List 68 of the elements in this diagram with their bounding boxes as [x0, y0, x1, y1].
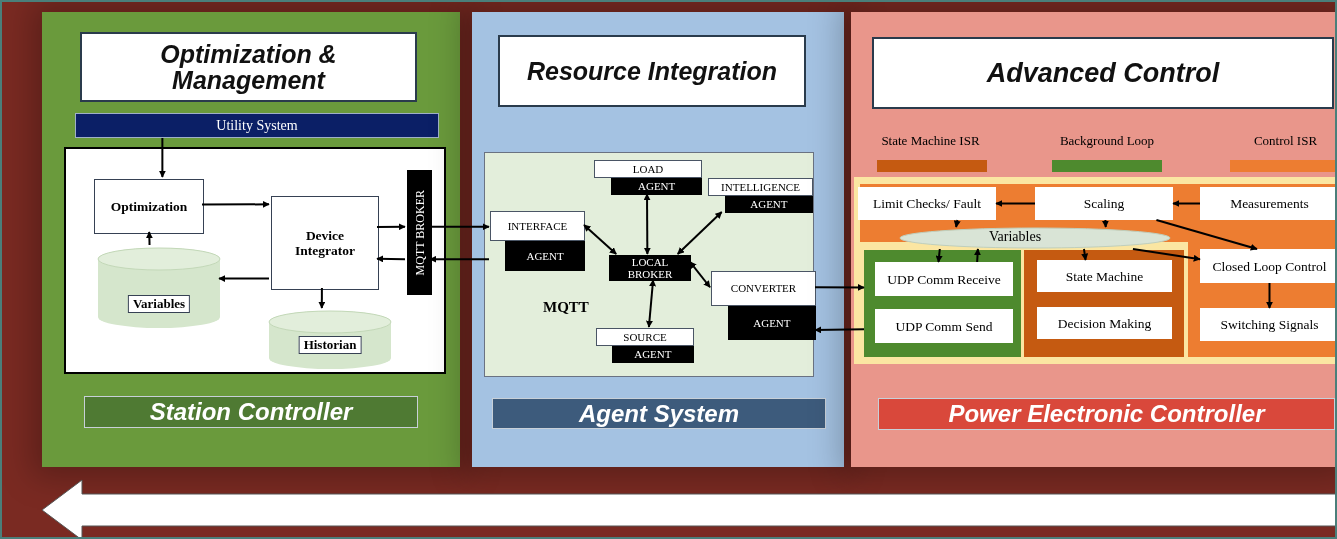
process-box: Closed Loop Control	[1200, 249, 1335, 283]
arrow	[974, 248, 981, 263]
process-box: UDP Comm Send	[875, 309, 1013, 343]
agent-name-box: CONVERTER	[711, 271, 816, 306]
legend-label: Background Loop	[1058, 134, 1156, 148]
process-box: Switching Signals	[1200, 308, 1335, 341]
agent-tag: AGENT	[727, 305, 816, 340]
database-label: Historian	[298, 336, 362, 354]
arrow	[1131, 248, 1201, 262]
protocol-label: MQTT	[543, 298, 589, 317]
process-box: Scaling	[1035, 187, 1173, 220]
agent-name-box: INTELLIGENCE	[708, 178, 813, 196]
agent-name-box: LOAD	[594, 160, 702, 178]
agent-tag: AGENT	[505, 241, 585, 271]
arrow	[1266, 282, 1273, 309]
section-panel	[472, 12, 844, 467]
process-box: Decision Making	[1037, 307, 1172, 339]
broker-box: LOCAL BROKER	[609, 255, 691, 281]
loop-region	[1024, 250, 1184, 357]
arrow	[953, 219, 961, 228]
arrow	[158, 137, 166, 178]
arrow	[645, 279, 657, 328]
arrow	[995, 200, 1036, 207]
agent-name-box: INTERFACE	[490, 211, 585, 241]
section-heading: Optimization & Management	[80, 32, 417, 102]
arrow	[689, 260, 711, 289]
arrow	[1081, 248, 1089, 261]
arrow	[814, 283, 865, 291]
arrow	[643, 193, 651, 255]
container-box	[64, 147, 446, 374]
store-label: Variables	[989, 229, 1042, 245]
broker-bar: MQTT BROKER	[407, 170, 432, 295]
arrow	[583, 224, 618, 255]
arrow	[145, 231, 153, 246]
arrow	[429, 223, 490, 231]
arrow	[1172, 200, 1201, 207]
arrow	[218, 275, 270, 283]
arrow	[1101, 219, 1109, 228]
section-title-banner: Agent System	[492, 398, 826, 429]
container-box	[484, 152, 814, 377]
process-box: Measurements	[1200, 187, 1335, 220]
arrow	[318, 287, 326, 309]
section-panel	[851, 12, 1335, 467]
process-box: State Machine	[1037, 260, 1172, 292]
arrow	[429, 255, 490, 263]
section-panel	[42, 12, 460, 467]
agent-name-box: SOURCE	[596, 328, 694, 346]
legend-label: State Machine ISR	[880, 134, 981, 148]
section-heading: Resource Integration	[498, 35, 806, 107]
arrow	[935, 248, 943, 263]
process-box: UDP Comm Receive	[875, 262, 1013, 296]
section-title-banner: Station Controller	[84, 396, 418, 428]
arrow	[201, 200, 270, 208]
section-heading: Advanced Control	[872, 37, 1334, 109]
arrow	[1155, 219, 1258, 251]
section-title-banner: Power Electronic Controller	[878, 398, 1335, 430]
database-label: Variables	[127, 295, 191, 313]
arrow	[376, 223, 406, 231]
loop-region	[864, 250, 1021, 357]
process-box: Optimization	[94, 179, 204, 234]
arrow	[376, 255, 406, 263]
system-bar: Utility System	[75, 113, 439, 138]
process-box: Device Integrator	[271, 196, 379, 290]
process-box: Limit Checks/ Fault	[858, 187, 996, 220]
arrow	[814, 326, 865, 334]
legend-label: Control ISR	[1252, 134, 1319, 148]
arrow	[676, 211, 723, 255]
container-box	[854, 177, 1335, 364]
